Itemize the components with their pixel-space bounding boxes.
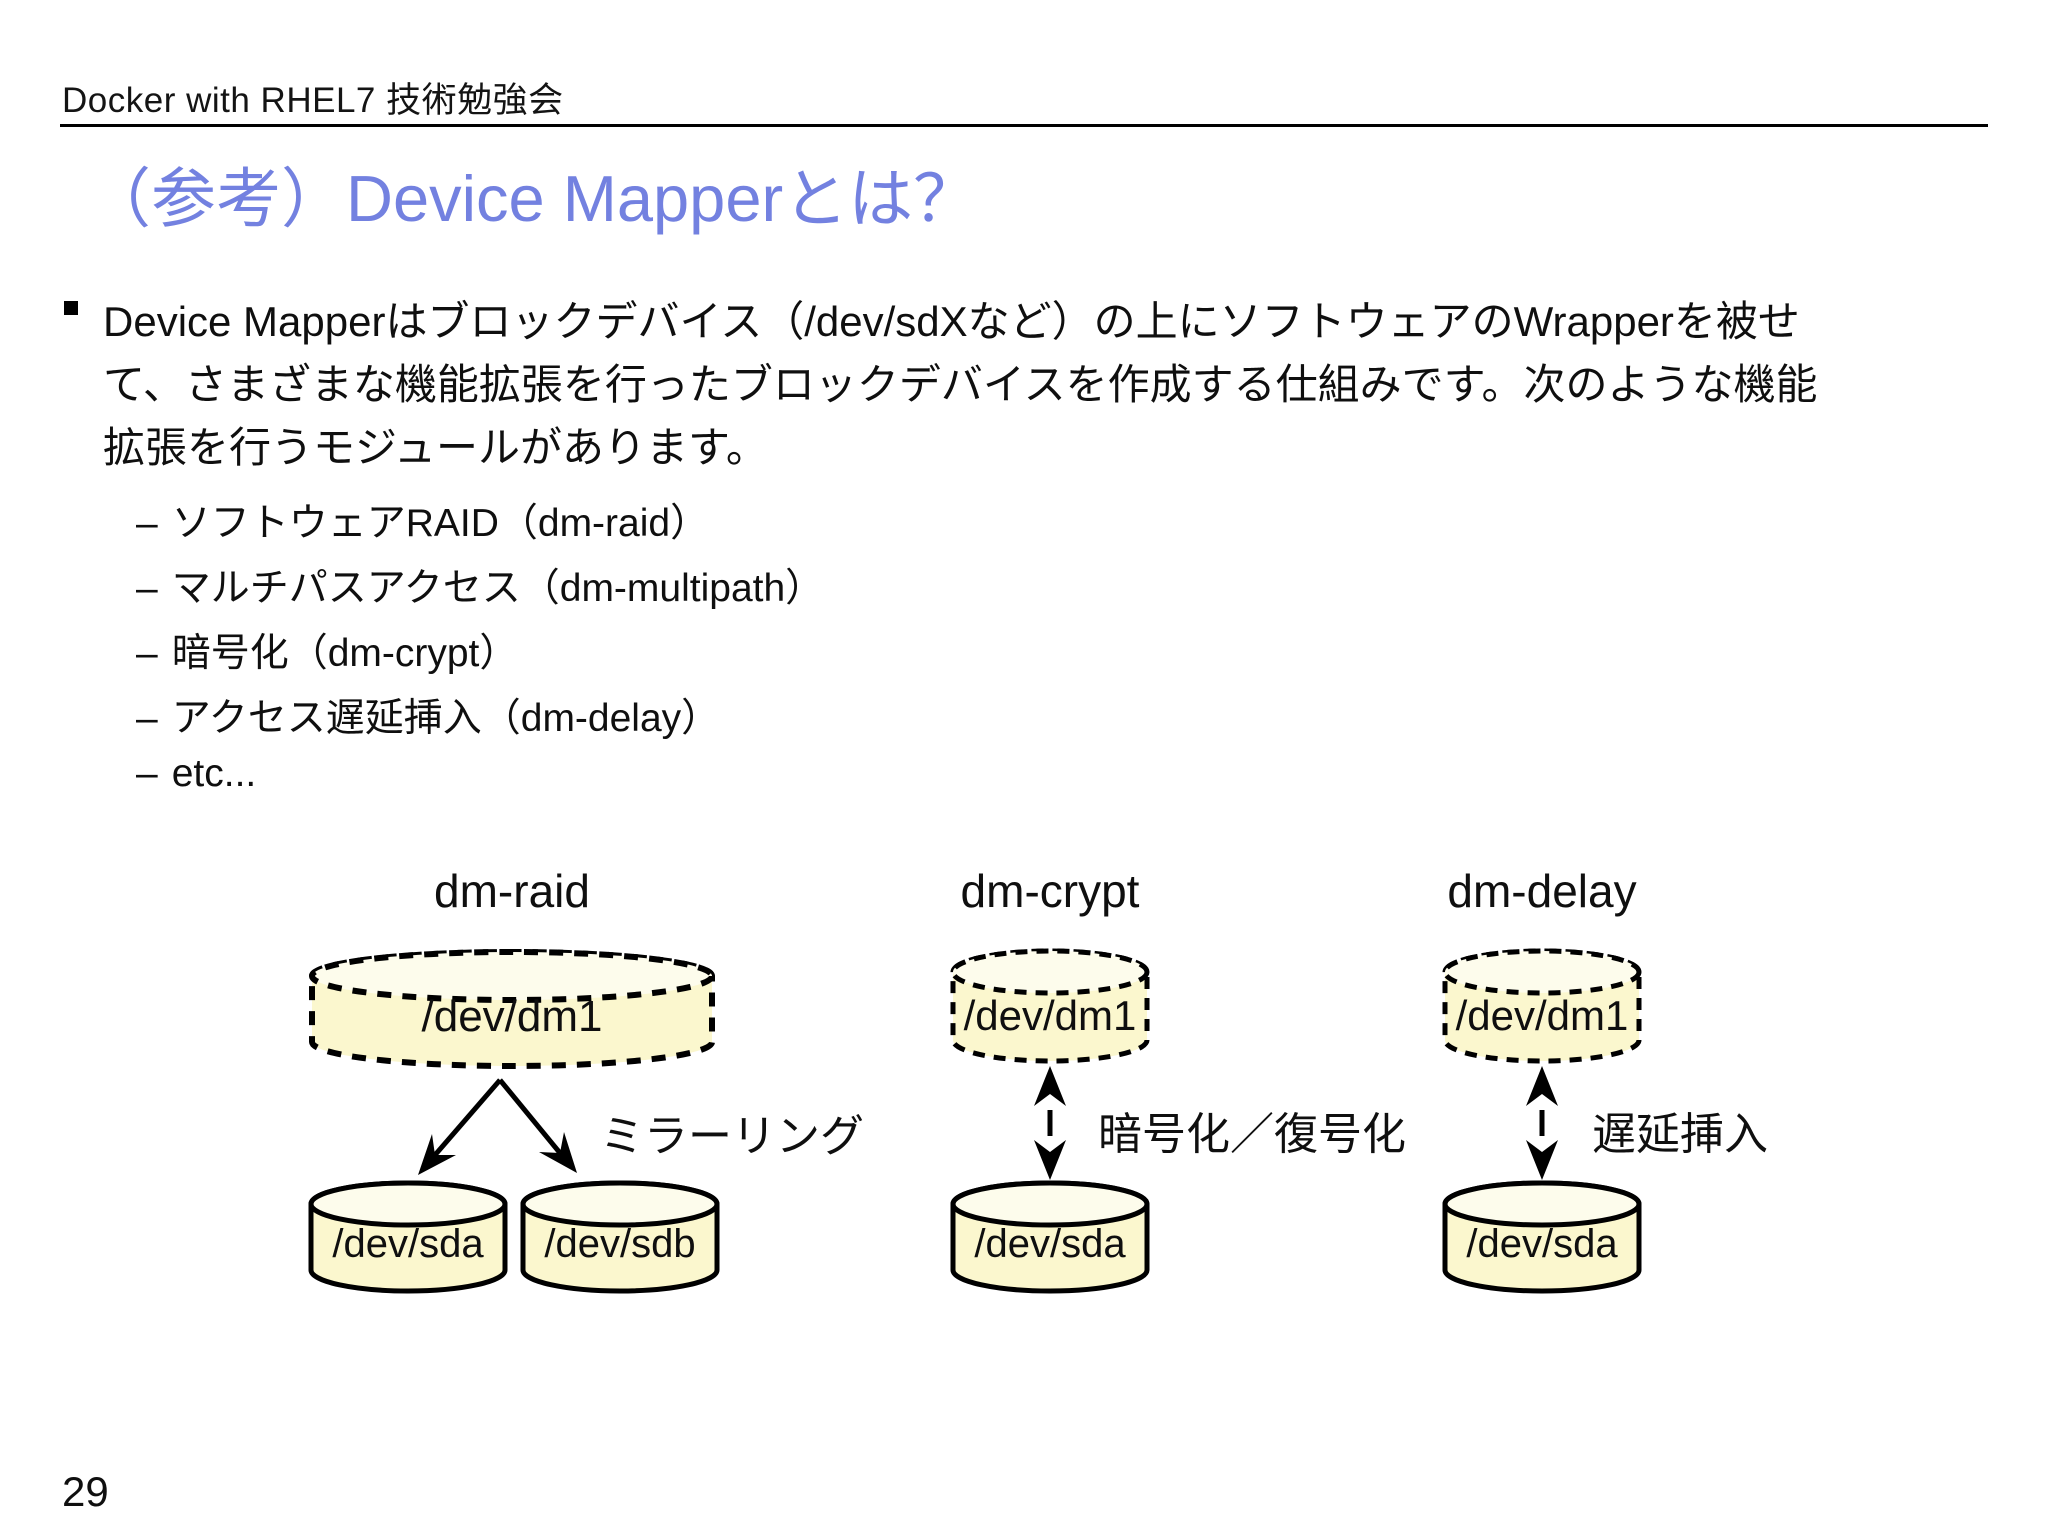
dash-marker: – [136, 567, 158, 610]
arrow-label-delay: 遅延挿入 [1592, 1110, 1768, 1159]
mirror-arrows [418, 1078, 577, 1175]
body-text-line: て、さまざまな機能拡張を行ったブロックデバイスを作成する仕組みです。次のような機… [103, 361, 1818, 408]
cylinder-dm1-delay [1442, 948, 1642, 1064]
list-item-label: etc... [171, 752, 257, 795]
list-item: –暗号化（dm-crypt） [136, 622, 518, 678]
device-label: /dev/dm1 [421, 992, 603, 1041]
cylinder-sda-delay [1442, 1180, 1642, 1294]
double-arrow-crypt [1034, 1066, 1066, 1180]
list-item-label: アクセス遅延挿入（dm-delay） [171, 697, 721, 740]
diagram-title-dm-crypt: dm-crypt [960, 865, 1140, 917]
cylinder-sda-raid [308, 1180, 508, 1294]
cylinder-sdb-raid [520, 1180, 720, 1294]
device-label: /dev/sdb [544, 1222, 696, 1266]
body-text-line: Device Mapperはブロックデバイス（/dev/sdXなど）の上にソフト… [103, 298, 1800, 345]
device-label: /dev/sda [332, 1222, 484, 1266]
bullet-square-icon [64, 301, 78, 315]
list-item-label: ソフトウェアRAID（dm-raid） [171, 502, 710, 545]
list-item-label: 暗号化（dm-crypt） [171, 632, 519, 675]
cylinder-dm1-raid [309, 949, 715, 1069]
diagram-title-dm-raid: dm-raid [434, 865, 590, 917]
arrow-label-crypt: 暗号化／復号化 [1098, 1110, 1406, 1159]
dash-marker: – [136, 502, 158, 545]
list-item: –etc... [136, 752, 256, 796]
dash-marker: – [136, 752, 158, 795]
header-divider [60, 124, 1988, 127]
double-arrow-delay [1526, 1066, 1558, 1180]
arrow-label-mirroring: ミラーリング [600, 1112, 864, 1161]
cylinder-dm1-crypt [950, 948, 1150, 1064]
slide-header: Docker with RHEL7 技術勉強会 [62, 81, 564, 120]
body-text-line: 拡張を行うモジュールがあります。 [103, 424, 768, 471]
list-item: –ソフトウェアRAID（dm-raid） [136, 492, 709, 548]
list-item: –マルチパスアクセス（dm-multipath） [136, 557, 824, 613]
page-title: （参考）Device Mapperとは？ [86, 162, 979, 235]
list-item-label: マルチパスアクセス（dm-multipath） [171, 567, 825, 610]
list-item: –アクセス遅延挿入（dm-delay） [136, 687, 720, 743]
dash-marker: – [136, 697, 158, 740]
diagram-title-dm-delay: dm-delay [1447, 865, 1637, 917]
page-number: 29 [62, 1468, 109, 1515]
dash-marker: – [136, 632, 158, 675]
device-label: /dev/sda [1466, 1222, 1618, 1266]
device-label: /dev/sda [974, 1222, 1126, 1266]
device-label: /dev/dm1 [963, 992, 1137, 1039]
cylinder-sda-crypt [950, 1180, 1150, 1294]
device-label: /dev/dm1 [1455, 992, 1629, 1039]
